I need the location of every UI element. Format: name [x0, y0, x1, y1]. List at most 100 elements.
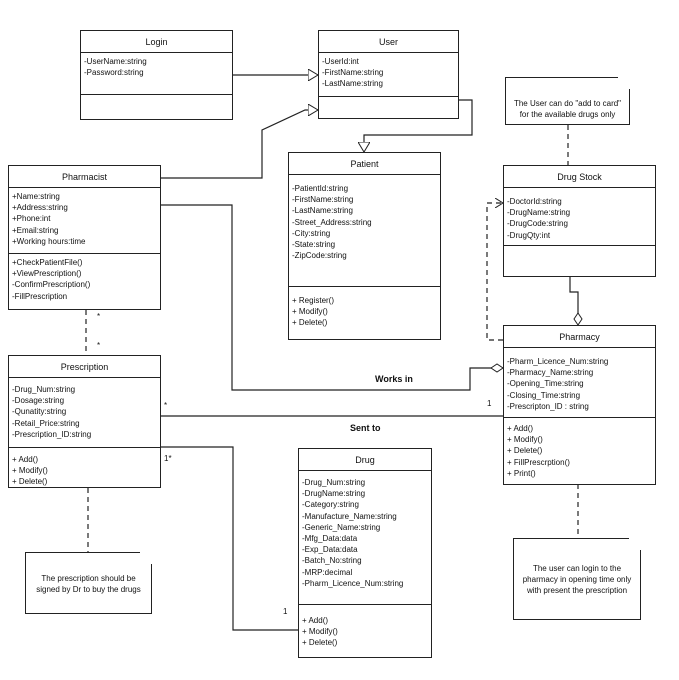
sent-to-label: Sent to: [350, 423, 381, 433]
operation: + Print(): [507, 468, 536, 478]
operation: + Modify(): [507, 435, 543, 445]
attribute: -LastName:string: [322, 79, 383, 89]
attribute: -Batch_No:string: [302, 556, 362, 566]
operation: + Modify(): [12, 466, 48, 476]
note-text: The prescription should be signed by Dr …: [36, 574, 141, 594]
attributes: -UserName:string -Password:string: [81, 53, 232, 95]
prescription-note: The prescription should be signed by Dr …: [25, 552, 152, 614]
attribute: -Pharm_Licence_Num:string: [302, 578, 404, 588]
operations: [81, 95, 232, 119]
attribute: -PatientId:string: [292, 184, 349, 193]
attribute: -Qunatity:string: [12, 407, 67, 417]
note-fold: [140, 552, 152, 564]
operations: + Add() + Modify() + Delete(): [299, 605, 431, 652]
operation: + Add(): [302, 616, 329, 625]
attribute: -Generic_Name:string: [302, 522, 381, 532]
attribute: -Drug_Num:string: [12, 385, 76, 394]
multiplicity-pharmacy: 1: [487, 399, 492, 408]
operation: + Delete(): [507, 446, 543, 456]
pharmacy-note: The user can login to the pharmacy in op…: [513, 538, 641, 620]
operation: + Delete(): [302, 638, 338, 648]
attributes: -Drug_Num:string -Dosage:string -Qunatit…: [9, 378, 160, 448]
prescription-class: Prescription -Drug_Num:string -Dosage:st…: [8, 355, 161, 488]
drug-stock-class: Drug Stock -DoctorId:string -DrugName:st…: [503, 165, 656, 277]
note-fold: [629, 538, 641, 550]
class-name: Patient: [289, 153, 440, 175]
operations: + Add() + Modify() + Delete(): [9, 448, 160, 491]
works-in-label: Works in: [375, 374, 413, 384]
pharmacist-class: Pharmacist +Name:string +Address:string …: [8, 165, 161, 310]
operations: + Add() + Modify() + Delete() + FillPres…: [504, 418, 655, 482]
class-name: Pharmacy: [504, 326, 655, 348]
pharmacy-drugstock-dependency: [486, 203, 503, 341]
attribute: -DrugName:string: [302, 489, 366, 499]
attributes: -Pharm_Licence_Num:string -Pharmacy_Name…: [504, 348, 655, 418]
attribute: -Manufacture_Name:string: [302, 511, 397, 521]
attributes: -Drug_Num:string -DrugName:string -Categ…: [299, 471, 431, 605]
operation: + Modify(): [292, 307, 328, 317]
attribute: -Prescription_ID:string: [12, 429, 92, 439]
attribute: -Exp_Data:data: [302, 545, 358, 555]
attribute: +Working hours:time: [12, 236, 86, 246]
operation: + Add(): [12, 455, 39, 464]
operation: + FillPrescrption(): [507, 457, 570, 467]
class-name: Login: [81, 31, 232, 53]
attribute: -State:string: [292, 240, 336, 250]
attribute: -LastName:string: [292, 206, 353, 216]
attribute: -FirstName:string: [292, 195, 354, 205]
attribute: -Dosage:string: [12, 396, 65, 406]
operations: [504, 246, 655, 252]
note-text: The User can do "add to card" for the av…: [513, 99, 622, 119]
prescription-drug-link: [160, 446, 298, 631]
operations: +CheckPatientFile() +ViewPrescription() …: [9, 254, 160, 305]
attribute: -UserId:int: [322, 57, 359, 66]
operation: + Add(): [507, 424, 534, 433]
attribute: -Pharmacy_Name:string: [507, 368, 594, 378]
operation: + Delete(): [12, 477, 48, 487]
attributes: -PatientId:string -FirstName:string -Las…: [289, 175, 440, 287]
attribute: -ZipCode:string: [292, 251, 347, 261]
pharmacist-user-generalization: [160, 110, 318, 179]
works-in-association: [160, 204, 504, 391]
login-class: Login -UserName:string -Password:string: [80, 30, 233, 120]
operation: + Modify(): [302, 627, 338, 637]
attribute: -City:string: [292, 228, 331, 238]
attribute: -Street_Address:string: [292, 217, 372, 227]
class-name: Pharmacist: [9, 166, 160, 188]
class-name: User: [319, 31, 458, 53]
note-fold: [618, 77, 630, 89]
user-class: User -UserId:int -FirstName:string -Last…: [318, 30, 459, 119]
operations: + Register() + Modify() + Delete(): [289, 287, 440, 332]
patient-class: Patient -PatientId:string -FirstName:str…: [288, 152, 441, 340]
attribute: -Password:string: [84, 68, 144, 78]
operation: -FillPrescription: [12, 291, 68, 301]
attribute: -UserName:string: [84, 57, 147, 66]
attribute: -Pharm_Licence_Num:string: [507, 357, 609, 366]
drugstock-pharmacy-aggregation: [569, 277, 583, 326]
multiplicity-prescription-drug: 1*: [164, 454, 172, 463]
multiplicity-pharmacist: *: [97, 312, 101, 321]
operations: [319, 97, 458, 118]
operation: +ViewPrescription(): [12, 269, 82, 279]
attribute: +Address:string: [12, 203, 68, 213]
multiplicity-drug: 1: [283, 607, 288, 616]
attributes: -UserId:int -FirstName:string -LastName:…: [319, 53, 458, 97]
operation: -ConfirmPrescription(): [12, 280, 91, 290]
class-name: Drug Stock: [504, 166, 655, 188]
attribute: +Phone:int: [12, 214, 51, 224]
multiplicity-prescription-right: *: [164, 401, 168, 410]
operation: +CheckPatientFile(): [12, 258, 83, 267]
class-name: Prescription: [9, 356, 160, 378]
attribute: -Closing_Time:string: [507, 390, 581, 400]
attribute: -Opening_Time:string: [507, 379, 584, 389]
attribute: -DrugQty:int: [507, 230, 551, 240]
attribute: -Prescripton_ID : string: [507, 401, 589, 411]
operation: + Delete(): [292, 318, 328, 328]
attributes: +Name:string +Address:string +Phone:int …: [9, 188, 160, 254]
attribute: -Category:string: [302, 500, 359, 510]
patient-user-generalization: [364, 99, 473, 152]
attribute: -FirstName:string: [322, 68, 384, 78]
attribute: -DoctorId:string: [507, 197, 562, 206]
note-text: The user can login to the pharmacy in op…: [522, 564, 632, 595]
